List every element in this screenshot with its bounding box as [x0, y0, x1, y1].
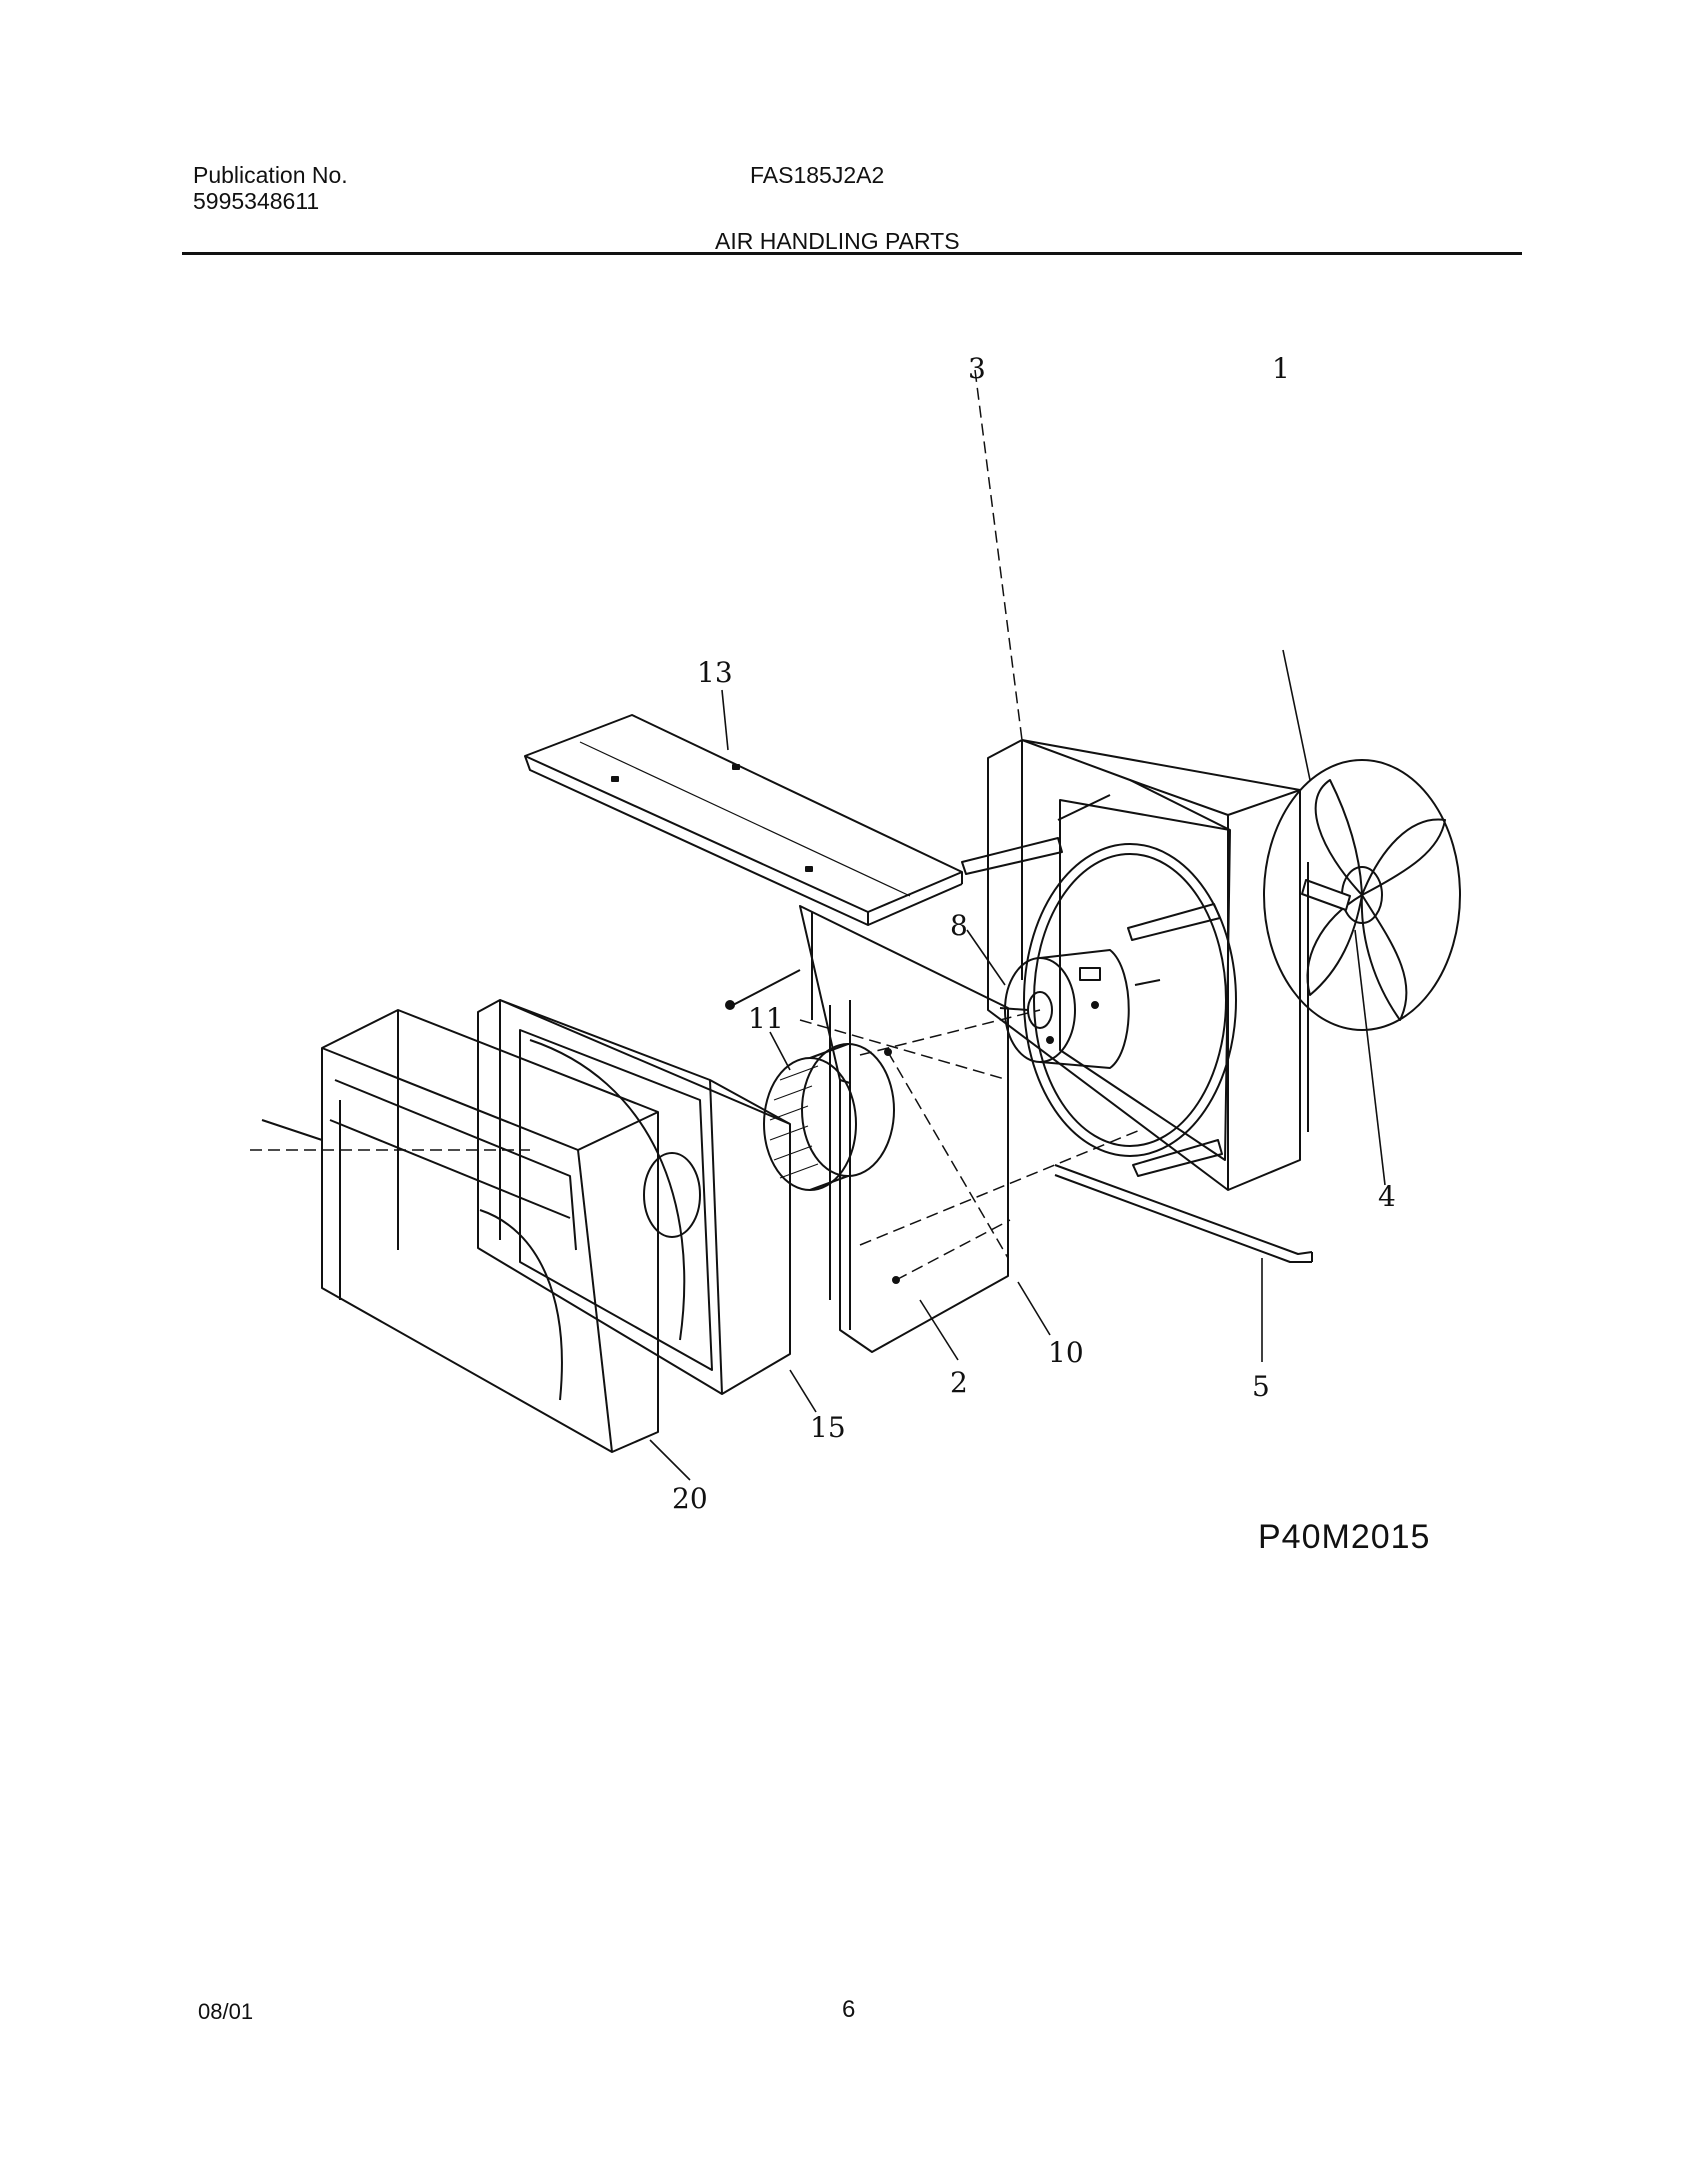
part-10-mounting-panel — [725, 905, 1009, 1353]
shroud-braces — [961, 837, 1223, 1177]
footer-date: 08/01 — [198, 1999, 254, 2024]
publication-label: Publication No. — [193, 162, 348, 188]
part-3-shroud — [987, 739, 1301, 1191]
part-1-fan-blade — [1263, 759, 1461, 1031]
page-number: 6 — [842, 1996, 856, 2023]
part-8-fan-motor — [999, 949, 1161, 1069]
leader-lines — [649, 649, 1386, 1481]
callout-15: 15 — [810, 1411, 846, 1444]
callout-10: 10 — [1048, 1336, 1084, 1369]
drawing-code: P40M2015 — [1258, 1518, 1431, 1556]
callout-20: 20 — [672, 1482, 708, 1515]
section-title: AIR HANDLING PARTS — [715, 228, 960, 254]
screws — [1046, 1001, 1099, 1044]
model-number: FAS185J2A2 — [750, 162, 885, 188]
callout-4: 4 — [1378, 1180, 1396, 1213]
part-11-blower-wheel — [763, 1043, 895, 1191]
part-5-rod — [1054, 1164, 1313, 1263]
callout-5: 5 — [1252, 1370, 1270, 1403]
part-20-front-frame — [261, 1009, 659, 1453]
part-4-side-rail — [1299, 862, 1309, 1135]
callout-3: 3 — [968, 352, 986, 385]
assembly-lines — [250, 369, 1141, 1281]
publication-number: 5995348611 — [193, 188, 320, 214]
part-13-top-plate — [524, 714, 963, 926]
header-rule — [182, 252, 1522, 255]
callout-2: 2 — [950, 1366, 968, 1399]
callout-13: 13 — [697, 656, 733, 689]
callout-labels: 13 3 1 8 11 4 10 2 5 15 20 — [672, 352, 1396, 1515]
callout-11: 11 — [748, 1002, 784, 1035]
callout-1: 1 — [1272, 352, 1290, 385]
callout-8: 8 — [950, 909, 968, 942]
